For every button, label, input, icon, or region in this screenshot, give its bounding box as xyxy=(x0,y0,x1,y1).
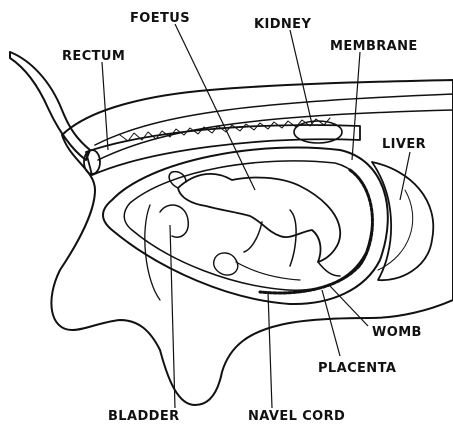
leader-placenta xyxy=(322,290,340,356)
label-placenta: PLACENTA xyxy=(318,361,396,376)
navel-coil xyxy=(214,253,238,275)
liver-shape xyxy=(372,162,433,280)
membrane-sac xyxy=(124,161,372,290)
label-womb: WOMB xyxy=(372,325,422,340)
label-rectum: RECTUM xyxy=(62,49,125,64)
label-liver: LIVER xyxy=(382,137,426,152)
placenta-band xyxy=(260,170,372,293)
leader-rectum xyxy=(102,62,108,150)
label-navel-cord: NAVEL CORD xyxy=(248,409,345,424)
leader-foetus xyxy=(175,24,255,190)
tail xyxy=(10,52,90,160)
bladder-shape xyxy=(160,205,188,237)
label-foetus: FOETUS xyxy=(130,11,190,26)
foetus-body xyxy=(178,174,340,262)
leader-kidney xyxy=(290,30,312,124)
label-membrane: MEMBRANE xyxy=(330,39,418,54)
leader-liver xyxy=(400,152,410,200)
leader-navel xyxy=(268,292,272,408)
label-bladder: BLADDER xyxy=(108,409,180,424)
label-kidney: KIDNEY xyxy=(254,17,311,32)
leader-membrane xyxy=(352,52,360,160)
